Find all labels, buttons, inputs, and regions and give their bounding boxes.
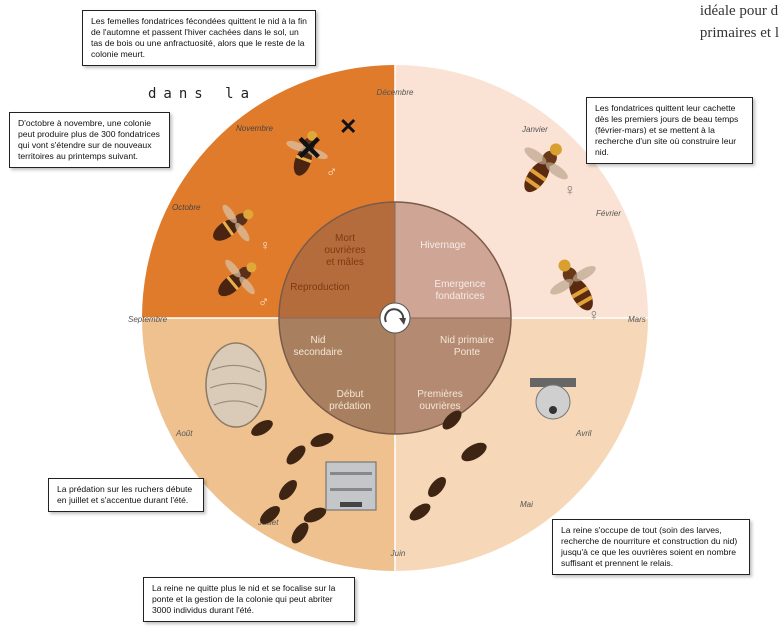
note-left-october-text: D'octobre à novembre, une colonie peut p… xyxy=(18,118,160,161)
note-right-february: Les fondatrices quittent leur cachette d… xyxy=(586,97,753,164)
month-label-april: Avril xyxy=(575,429,592,438)
hornet-icon-october-1 xyxy=(213,204,254,242)
phase-emergence-line-2: fondatrices xyxy=(436,291,485,302)
note-predation-text: La prédation sur les ruchers débute en j… xyxy=(57,484,193,505)
hornet-icon-october-2 xyxy=(218,259,257,297)
note-right-february-text: Les fondatrices quittent leur cachette d… xyxy=(595,103,739,157)
phase-nid-secondaire-line-1: Nid xyxy=(310,335,325,346)
phase-mort-line-1: Mort xyxy=(335,233,355,244)
phase-nid-primaire-line-2: Ponte xyxy=(454,347,481,358)
month-label-october: Octobre xyxy=(172,203,201,212)
phase-premieres-ouvrieres-line-1: Premières xyxy=(417,389,463,400)
primary-nest-icon xyxy=(530,378,576,420)
hornet-icon-january xyxy=(524,143,568,193)
hornet-icon-march xyxy=(550,259,596,311)
month-label-november: Novembre xyxy=(236,124,273,133)
hornet-icon-november xyxy=(286,130,328,176)
dead-mark-icon-2: ✕ xyxy=(339,114,357,139)
note-top-winter: Les femelles fondatrices fécondées quitt… xyxy=(82,10,316,66)
phase-reproduction: Reproduction xyxy=(290,282,349,293)
page-text-line-2: primaires et l xyxy=(699,25,779,41)
phase-mort-line-3: et mâles xyxy=(326,257,364,268)
month-label-february: Février xyxy=(596,209,621,218)
month-label-december: Décembre xyxy=(377,88,414,97)
male-symbol-icon-october: ♂ xyxy=(258,294,269,311)
quadrant-winter-inner xyxy=(395,202,511,318)
note-top-winter-text: Les femelles fondatrices fécondées quitt… xyxy=(91,16,307,59)
month-label-september: Septembre xyxy=(128,315,168,324)
phase-premieres-ouvrieres-line-2: ouvrières xyxy=(419,401,460,412)
female-symbol-icon-january: ♀ xyxy=(564,182,576,199)
male-symbol-icon-november: ♂ xyxy=(326,164,337,181)
phase-nid-primaire-line-1: Nid primaire xyxy=(440,335,494,346)
beehive-icon xyxy=(325,461,377,511)
month-label-august: Août xyxy=(175,429,193,438)
phase-nid-secondaire-line-2: secondaire xyxy=(294,347,343,358)
page-text-fragment: idéale pour d primaires et l xyxy=(700,0,779,44)
note-queen-spring-text: La reine s'occupe de tout (soin des larv… xyxy=(561,525,738,568)
quadrant-summer-inner xyxy=(279,318,395,434)
phase-hivernage: Hivernage xyxy=(420,240,466,251)
phase-debut-predation-line-2: prédation xyxy=(329,401,371,412)
month-label-may: Mai xyxy=(520,500,533,509)
phase-mort-line-2: ouvrières xyxy=(324,245,365,256)
month-label-march: Mars xyxy=(628,315,646,324)
month-label-june: Juin xyxy=(390,549,406,558)
phase-debut-predation-line-1: Début xyxy=(337,389,364,400)
hornet-icon-summer-group xyxy=(251,420,334,544)
note-left-october: D'octobre à novembre, une colonie peut p… xyxy=(9,112,170,168)
dead-mark-icon-1: ✕ xyxy=(295,130,324,168)
note-queen-summer: La reine ne quitte plus le nid et se foc… xyxy=(143,577,355,622)
quadrant-spring-inner xyxy=(395,318,511,434)
hornet-icon-spring-group xyxy=(409,410,487,521)
secondary-nest-icon xyxy=(205,342,267,428)
page-text-line-1: idéale pour d xyxy=(699,3,779,19)
overlay-text-dans-la: dans la xyxy=(148,86,257,102)
note-predation: La prédation sur les ruchers débute en j… xyxy=(48,478,204,512)
female-symbol-icon-march: ♀ xyxy=(588,307,600,324)
quadrant-autumn-inner xyxy=(279,202,395,318)
note-queen-summer-text: La reine ne quitte plus le nid et se foc… xyxy=(152,583,336,615)
center-cycle-icon xyxy=(379,302,411,334)
note-queen-spring: La reine s'occupe de tout (soin des larv… xyxy=(552,519,750,575)
female-symbol-icon-october: ♀ xyxy=(260,237,271,253)
phase-emergence-line-1: Emergence xyxy=(434,279,486,290)
month-label-january: Janvier xyxy=(521,125,548,134)
